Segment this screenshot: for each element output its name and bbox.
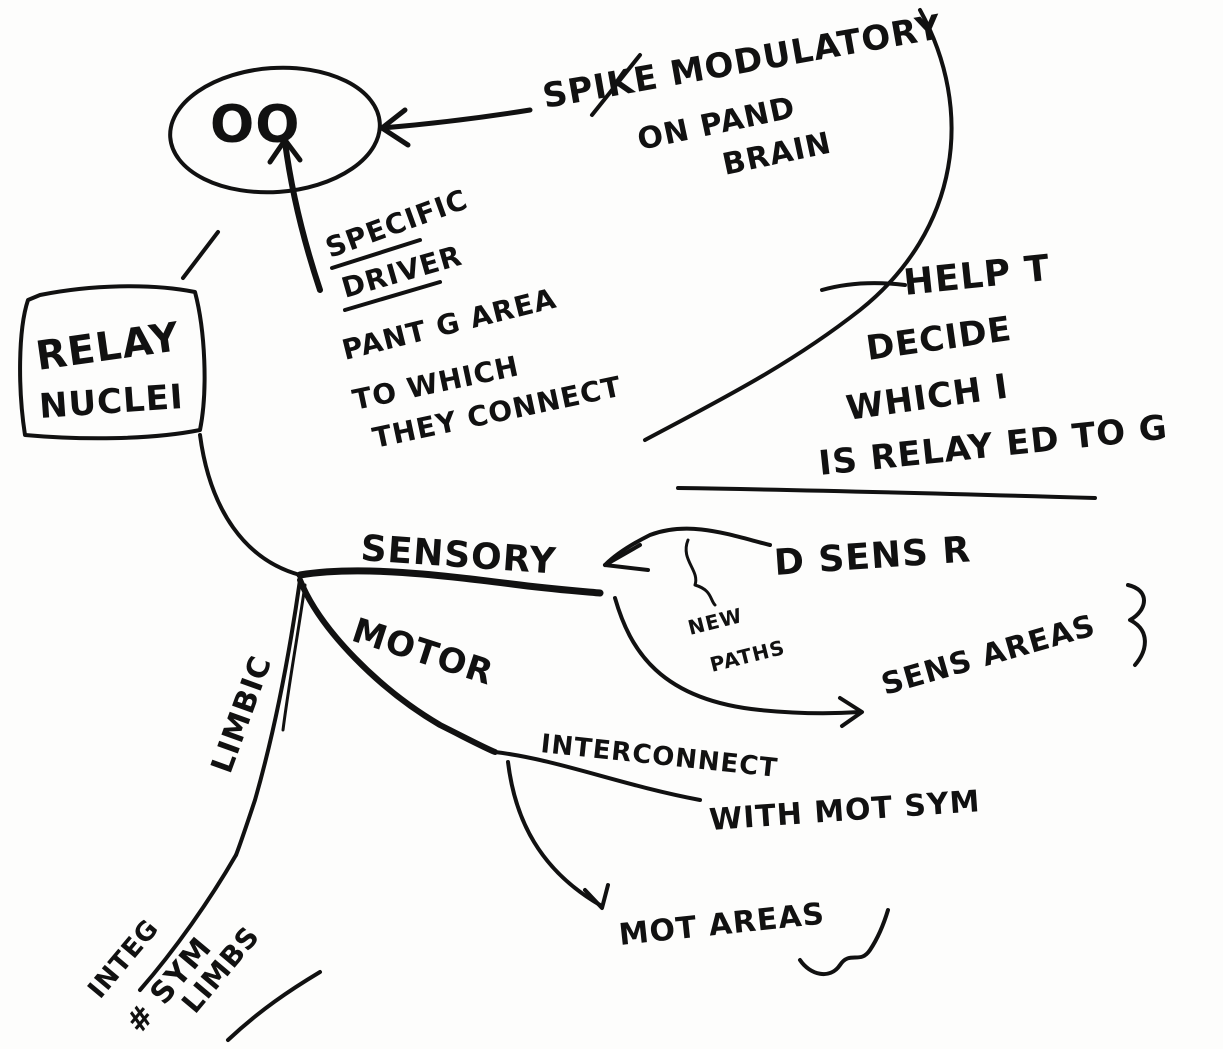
- relay-eye-link: [181, 230, 220, 280]
- relay-label-2: NUCLEI: [38, 377, 185, 427]
- mot-areas-branch: [506, 760, 602, 907]
- relay-label-1: RELAY: [33, 314, 183, 380]
- driver-underline: [343, 280, 442, 312]
- help-line-2: DECIDE: [864, 309, 1015, 369]
- sens-r-arrow: [603, 526, 772, 567]
- mot-areas-arrowhead: [583, 883, 610, 910]
- d-sens-r-label: D SENS R: [773, 529, 973, 584]
- modulatory-strike: [590, 53, 642, 117]
- help-underline: [676, 486, 1097, 500]
- sens-areas-branch: [613, 596, 862, 716]
- limbic-tail: [138, 853, 238, 992]
- motor-branch: [297, 577, 498, 755]
- help-line-1: HELP T: [902, 248, 1053, 304]
- new-path-line-1: NEW: [685, 603, 745, 640]
- sens-areas-label: SENS AREAS: [878, 608, 1100, 703]
- interconnect-label: INTERCONNECT: [539, 729, 779, 784]
- limbic-branch-inner: [281, 583, 307, 732]
- modulatory-arrowhead: [379, 107, 411, 148]
- modulatory-arrow: [379, 107, 533, 131]
- new-path-brace: [684, 538, 717, 607]
- sens-areas-arrowhead: [838, 696, 864, 728]
- limbic-label: LIMBIC: [205, 651, 280, 778]
- boundary-curve: [643, 8, 954, 442]
- mot-areas-label: MOT AREAS: [617, 897, 826, 953]
- help-line-3: WHICH I: [844, 367, 1011, 429]
- sensory-branch: [296, 567, 604, 597]
- mot-areas-squiggle: [798, 908, 890, 976]
- eye-ellipse: [168, 65, 382, 195]
- sens-areas-brace: [1126, 583, 1147, 667]
- specific-underline: [330, 238, 422, 270]
- relay-trunk: [198, 433, 302, 577]
- limbs-underline: [226, 970, 322, 1042]
- with-mot-sym-label: WITH MOT SYM: [708, 784, 981, 838]
- motor-label: MOTOR: [347, 611, 498, 694]
- new-path-line-2: PATHS: [707, 635, 787, 677]
- relay-box: [18, 284, 207, 441]
- driver-arrowhead: [267, 137, 303, 165]
- sens-r-arrowhead: [603, 543, 650, 572]
- driver-arrow: [282, 139, 323, 293]
- help-connector: [820, 281, 907, 292]
- limbic-branch: [234, 578, 302, 857]
- interconnect-branch: [493, 750, 702, 802]
